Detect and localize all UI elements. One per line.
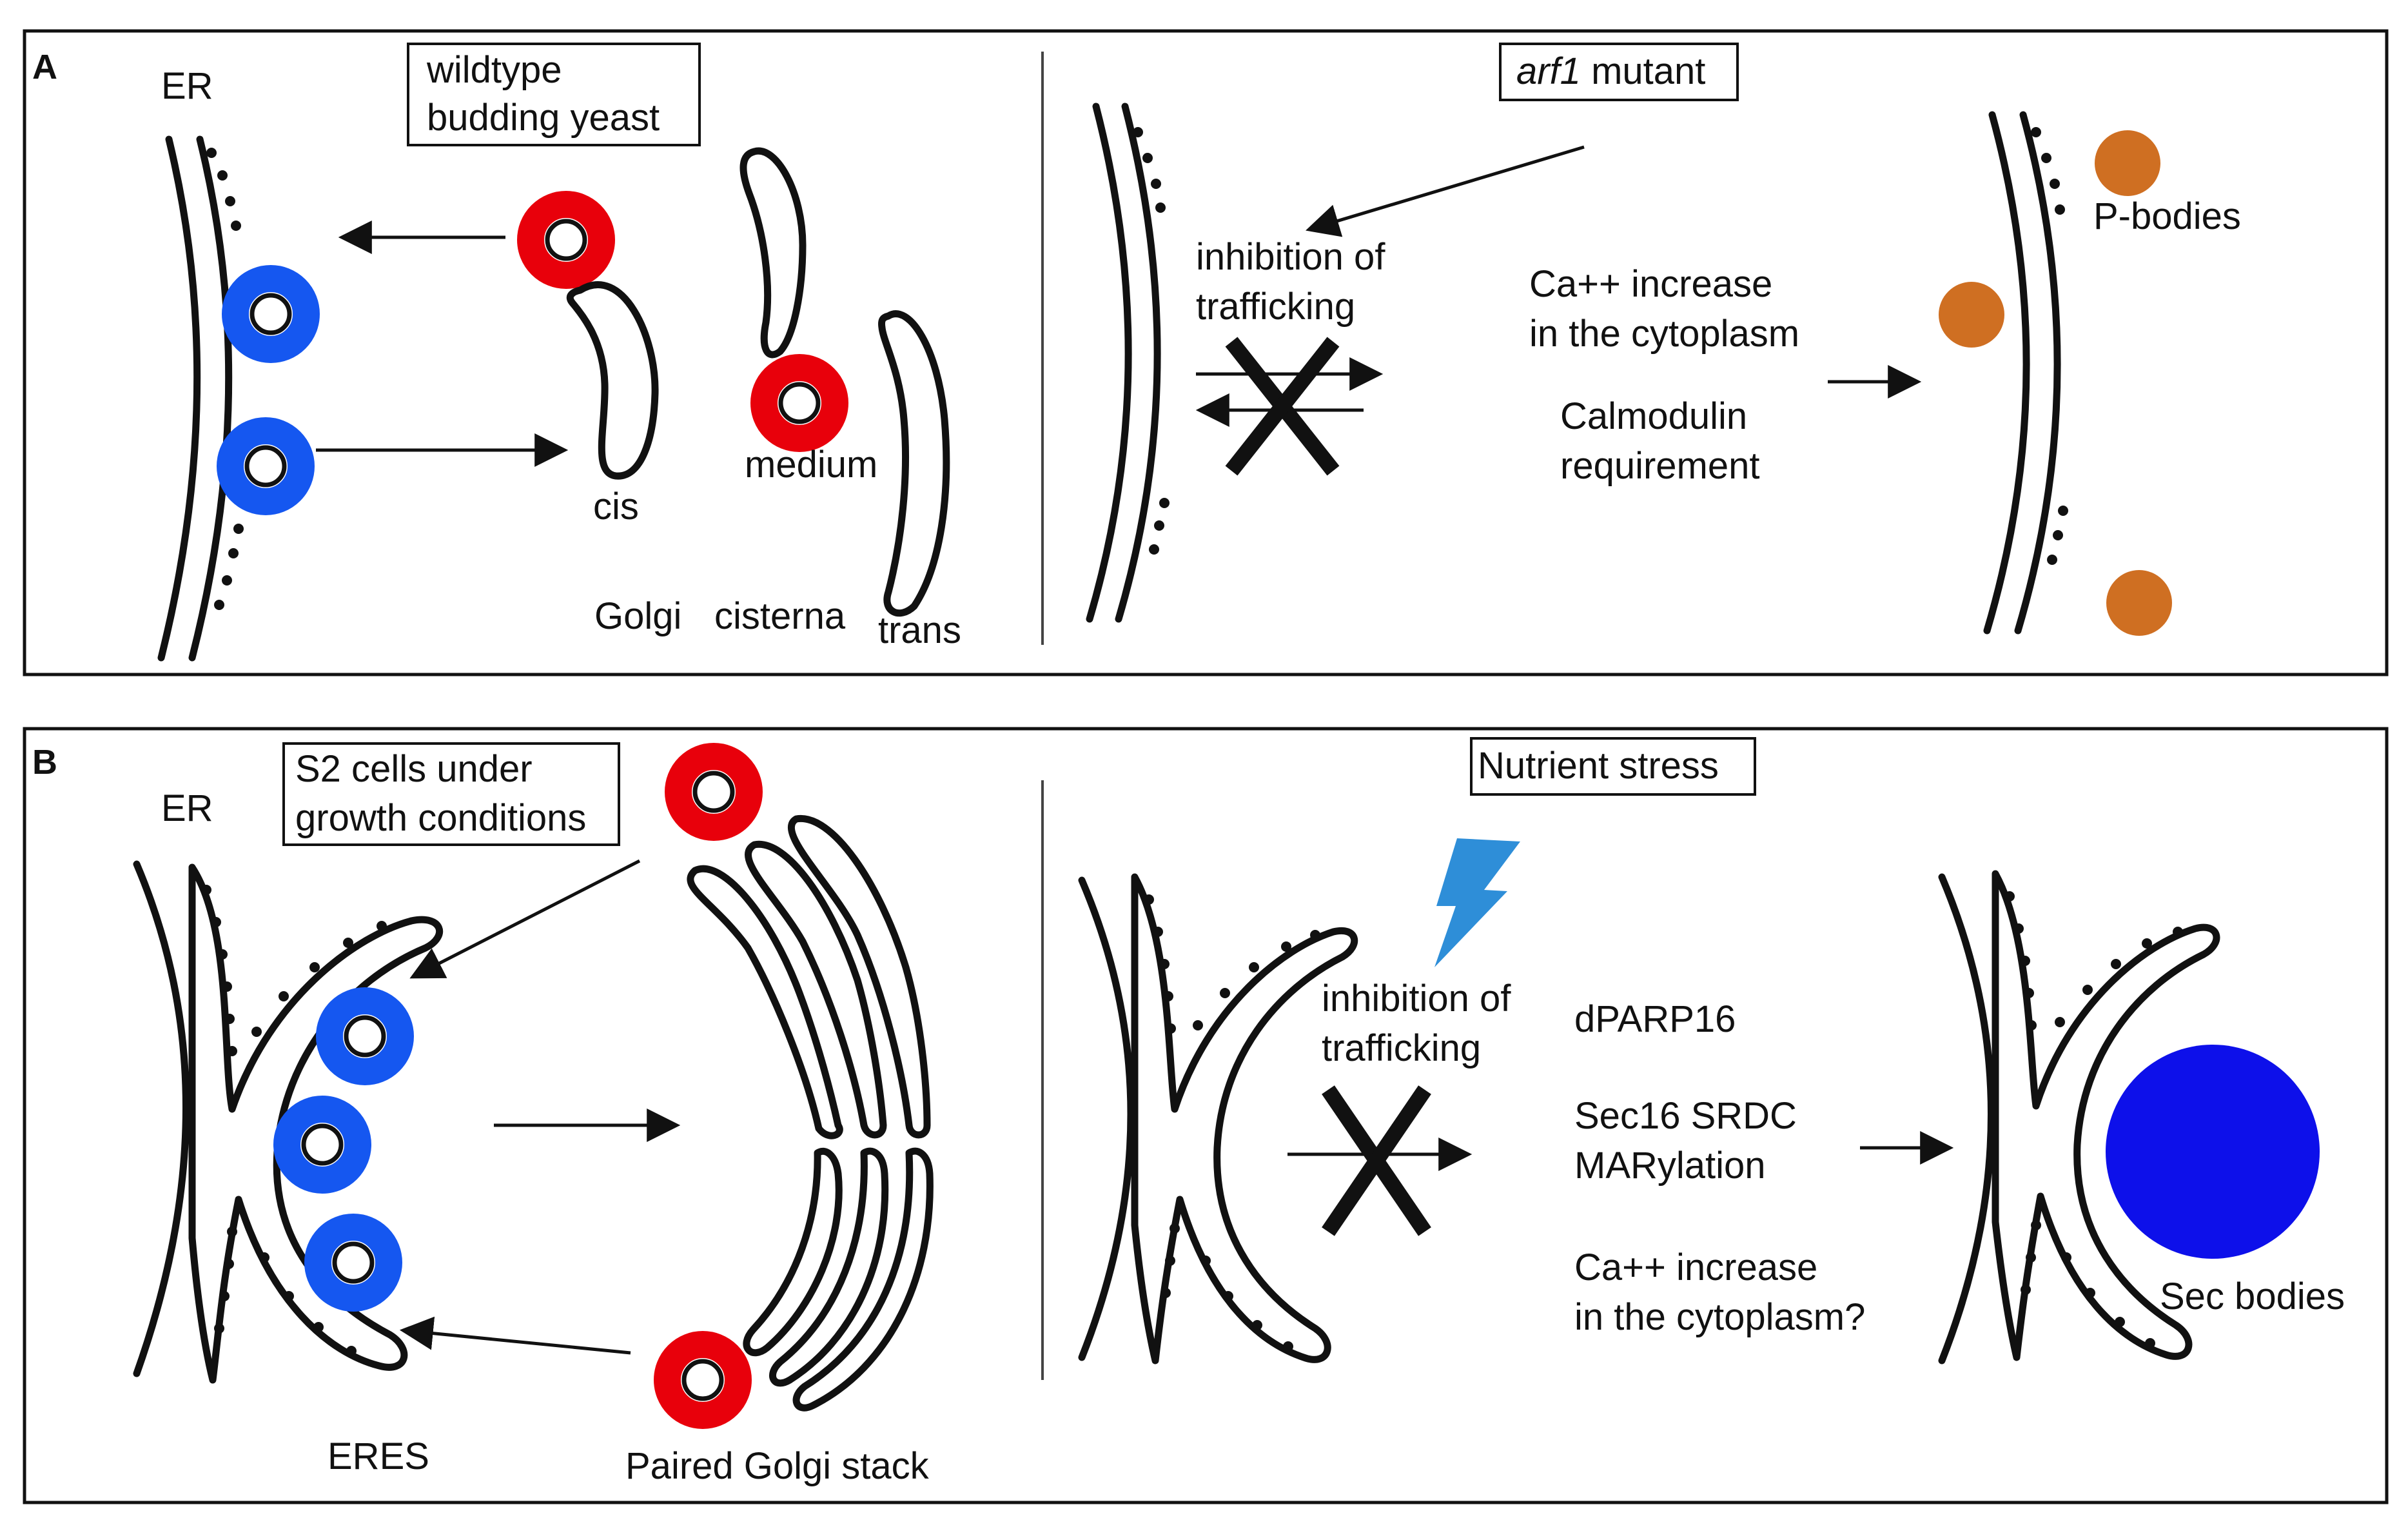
- sec-bodies-label: Sec bodies: [2160, 1276, 2345, 1317]
- retrograde-arrow-b-top: [409, 859, 641, 979]
- svg-text:wildtype: wildtype: [426, 49, 562, 91]
- p-bodies-label: P-bodies: [2093, 195, 2241, 237]
- arf1-mutant-box: arf1 mutant: [1499, 43, 1739, 101]
- medium-label: medium: [745, 444, 877, 486]
- block-cross-b: [1322, 1085, 1431, 1236]
- svg-text:budding yeast: budding yeast: [427, 97, 660, 139]
- trans-label: trans: [878, 609, 961, 651]
- ca-increase-text-a: Ca++ increase in the cytoplasm: [1529, 263, 1799, 355]
- copii-vesicle-a1: [222, 265, 320, 363]
- panel-a: A ER: [23, 29, 2389, 676]
- svg-text:requirement: requirement: [1560, 445, 1759, 487]
- er-membrane-a-right: [1983, 111, 2068, 635]
- svg-text:trafficking: trafficking: [1196, 286, 1355, 328]
- p-body-1: [2095, 130, 2160, 196]
- sec16-marylation-text: Sec16 SRDC MARylation: [1574, 1095, 1797, 1187]
- copii-vesicle-a2: [217, 417, 315, 515]
- paired-golgi-stack: [687, 814, 934, 1412]
- svg-text:Nutrient stress: Nutrient stress: [1478, 745, 1719, 787]
- svg-text:Sec16 SRDC: Sec16 SRDC: [1574, 1095, 1797, 1137]
- svg-text:inhibition of: inhibition of: [1196, 236, 1385, 278]
- golgi-label-a: Golgi: [594, 595, 681, 637]
- p-body-2: [1939, 282, 2004, 348]
- trans-cisterna: [878, 310, 950, 617]
- cis-cisterna: [566, 281, 659, 480]
- cisterna-label: cisterna: [714, 595, 846, 637]
- copii-vesicle-b1: [316, 987, 414, 1085]
- copii-vesicle-b3: [304, 1214, 402, 1312]
- copi-vesicle-a1: [517, 191, 615, 289]
- svg-text:growth conditions: growth conditions: [295, 797, 586, 839]
- panel-a-frame: [23, 29, 2389, 676]
- copi-vesicle-a2: [750, 354, 848, 452]
- er-membrane-a-left: [157, 135, 244, 662]
- svg-text:in the cytoplasm?: in the cytoplasm?: [1574, 1296, 1865, 1338]
- panel-a-letter: A: [32, 48, 57, 86]
- svg-text:in the cytoplasm: in the cytoplasm: [1529, 313, 1799, 355]
- er-eres-mid: [1078, 873, 1358, 1364]
- svg-text:Ca++ increase: Ca++ increase: [1574, 1246, 1817, 1288]
- nutrient-stress-box: Nutrient stress: [1470, 737, 1756, 796]
- p-body-3: [2106, 570, 2172, 636]
- wildtype-box: wildtype budding yeast: [407, 43, 701, 146]
- inhibition-text-b: inhibition of trafficking: [1322, 978, 1511, 1069]
- er-eres-left: [133, 860, 444, 1384]
- panel-b-letter: B: [32, 743, 57, 782]
- svg-text:trafficking: trafficking: [1322, 1027, 1481, 1069]
- sec-body: [2106, 1045, 2320, 1259]
- panel-b: B ER S2 cells under growth conditions: [23, 727, 2389, 1504]
- copi-vesicle-b2: [654, 1331, 752, 1429]
- svg-text:Calmodulin: Calmodulin: [1560, 395, 1747, 437]
- er-eres-right: [1938, 870, 2220, 1364]
- lightning-icon: [1434, 838, 1520, 967]
- block-cross-a: [1225, 337, 1340, 476]
- ca-increase-text-b: Ca++ increase in the cytoplasm?: [1574, 1246, 1865, 1338]
- er-membrane-a-mid: [1086, 103, 1170, 623]
- panel-b-frame: [23, 727, 2389, 1504]
- mutant-pointer-arrow: [1306, 145, 1585, 237]
- s2-cells-box: S2 cells under growth conditions: [282, 742, 620, 846]
- eres-label: ERES: [328, 1435, 429, 1477]
- svg-text:Ca++ increase: Ca++ increase: [1529, 263, 1772, 305]
- er-label-a: ER: [161, 65, 213, 107]
- copii-vesicle-b2: [273, 1096, 371, 1194]
- calmodulin-text: Calmodulin requirement: [1560, 395, 1759, 487]
- svg-text:arf1 mutant: arf1 mutant: [1516, 50, 1705, 92]
- svg-text:MARylation: MARylation: [1574, 1145, 1766, 1187]
- svg-text:S2 cells under: S2 cells under: [295, 748, 533, 790]
- medial-cisterna: [739, 147, 807, 359]
- cis-label: cis: [593, 486, 639, 527]
- er-label-b: ER: [161, 787, 213, 829]
- dparp16-text: dPARP16: [1574, 998, 1736, 1040]
- copi-vesicle-b1: [665, 743, 763, 841]
- inhibition-text-a: inhibition of trafficking: [1196, 236, 1385, 328]
- paired-golgi-stack-label: Paired Golgi stack: [625, 1445, 930, 1487]
- svg-text:inhibition of: inhibition of: [1322, 978, 1511, 1020]
- retrograde-arrow-b-bottom: [399, 1316, 631, 1355]
